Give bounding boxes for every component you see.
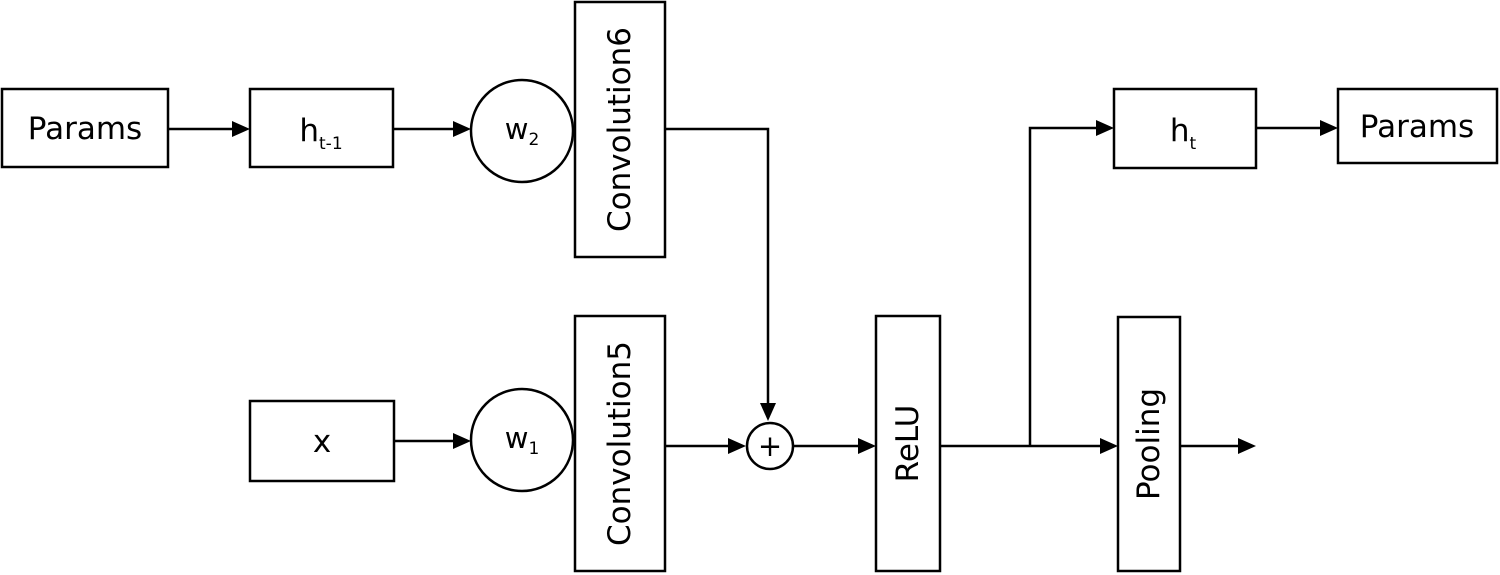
arrowhead [1238,438,1256,454]
h-prev-base: h [299,113,319,149]
arrowhead [453,433,471,449]
params-input-node: Params [0,87,170,169]
h-prev-node: ht-1 [248,87,395,169]
relu-node: ReLU [874,314,942,573]
w2-subscript: 2 [528,130,539,150]
w1-node: w1 [469,387,575,493]
arrow-conv6-to-sum [665,127,770,403]
x-input-label: x [313,424,331,460]
arrowhead [232,121,250,137]
w2-node: w2 [469,78,575,184]
connectors [168,120,1338,454]
h-t-base: h [1170,113,1190,149]
sum-label: + [758,429,782,463]
pooling-node: Pooling [1116,315,1182,573]
h-prev-subscript: t-1 [319,134,343,154]
h-t-node: ht [1112,87,1258,170]
w2-label: w2 [505,112,540,150]
params-output-label: Params [1360,109,1474,145]
convolution6-node: Convolution6 [573,0,667,259]
params-input-label: Params [28,111,142,147]
h-t-label: ht [1170,113,1197,154]
h-prev-label: ht-1 [299,113,342,154]
w1-subscript: 1 [528,439,539,459]
arrowhead [1096,120,1114,136]
x-input-node: x [248,399,396,483]
arrowhead [1100,438,1118,454]
w1-base: w [505,421,529,455]
convolution6-label: Convolution6 [602,27,638,232]
arrowhead [858,438,876,454]
arrowhead [453,121,471,137]
arrowhead [1320,120,1338,136]
pooling-label: Pooling [1131,388,1167,500]
arrowhead [728,438,746,454]
arrow-relu-to-ht [1028,126,1096,446]
convolution5-label: Convolution5 [602,341,638,546]
w1-label: w1 [505,421,540,459]
params-output-node: Params [1336,87,1499,165]
arrowhead [760,403,776,421]
convolution5-node: Convolution5 [573,314,667,573]
relu-label: ReLU [890,405,926,483]
h-t-subscript: t [1189,134,1196,154]
w2-base: w [505,112,529,146]
sum-node: + [745,421,795,471]
